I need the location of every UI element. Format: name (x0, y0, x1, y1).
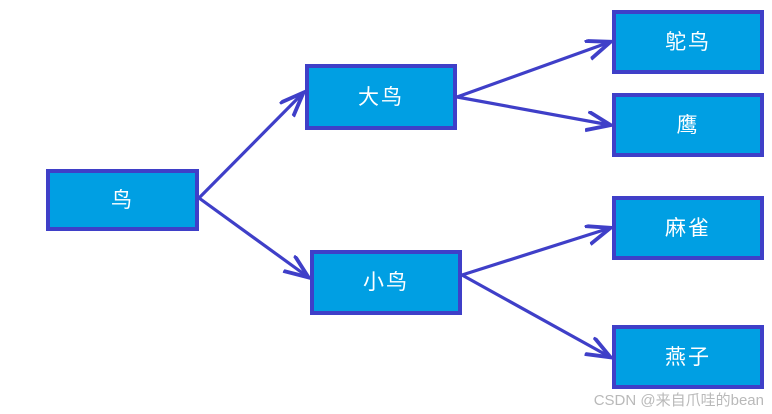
node-label-bird: 鸟 (111, 188, 134, 212)
node-label-swallow: 燕子 (665, 345, 711, 369)
node-label-sparrow: 麻雀 (665, 216, 711, 240)
node-ostrich[interactable]: 鸵鸟 (612, 10, 764, 74)
node-small[interactable]: 小鸟 (310, 250, 462, 315)
node-label-big: 大鸟 (358, 85, 404, 109)
node-label-ostrich: 鸵鸟 (665, 30, 711, 54)
edge-big-eagle (456, 95, 610, 125)
node-eagle[interactable]: 鹰 (612, 93, 764, 157)
edge-small-sparrow (461, 228, 610, 277)
node-sparrow[interactable]: 麻雀 (612, 196, 764, 260)
node-bird[interactable]: 鸟 (46, 169, 199, 231)
node-label-small: 小鸟 (363, 271, 409, 294)
edge-small-swallow (461, 273, 610, 357)
edge-bird-small (198, 196, 308, 277)
edge-bird-big (197, 93, 303, 200)
node-big[interactable]: 大鸟 (305, 64, 457, 130)
node-swallow[interactable]: 燕子 (612, 325, 764, 389)
watermark: CSDN @来自爪哇的bean (593, 392, 764, 409)
edge-big-ostrich (456, 42, 610, 99)
node-label-eagle: 鹰 (676, 113, 700, 137)
